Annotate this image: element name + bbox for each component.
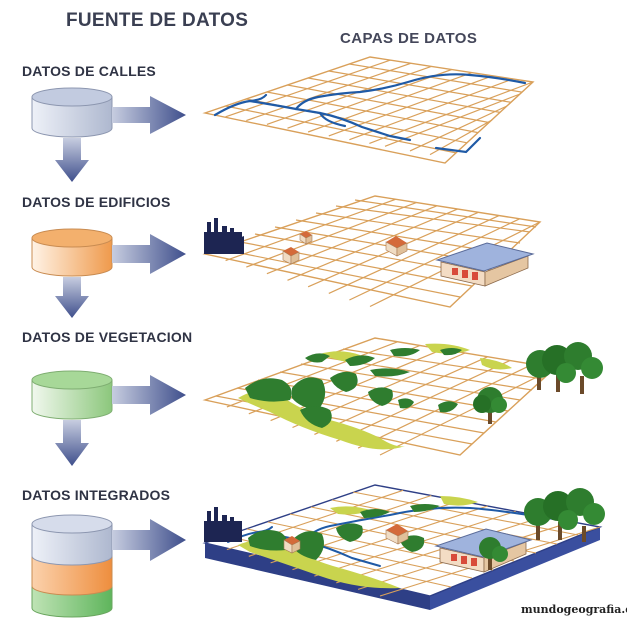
factory-icon (204, 507, 242, 542)
arrow-right-icon (112, 96, 186, 134)
source-label-streets: DATOS DE CALLES (22, 63, 156, 79)
layers-title: CAPAS DE DATOS (340, 30, 478, 47)
watermark-text: mundogeografia.com (521, 603, 627, 616)
building-data-cylinder (31, 228, 113, 277)
integrated-layer (202, 484, 605, 610)
tree-icon (473, 387, 507, 424)
arrow-down-icon (55, 420, 89, 466)
integrated-data-cylinder (31, 514, 113, 618)
tree-icon (479, 537, 508, 570)
house-icon (282, 247, 300, 265)
arrow-right-icon (112, 234, 186, 274)
source-label-integrated: DATOS INTEGRADOS (22, 487, 171, 503)
house-icon (283, 536, 301, 554)
street-data-cylinder (31, 87, 113, 138)
house-icon (299, 231, 313, 245)
page-title: FUENTE DE DATOS (66, 10, 249, 31)
building-layer (202, 195, 542, 308)
source-label-buildings: DATOS DE EDIFICIOS (22, 194, 171, 210)
arrow-down-icon (55, 138, 89, 182)
arrow-down-icon (55, 277, 89, 318)
arrow-right-icon (112, 519, 186, 561)
arrow-right-icon (112, 375, 186, 415)
house-icon (385, 524, 409, 545)
large-building-icon (435, 242, 535, 287)
vegetation-data-cylinder (31, 370, 113, 420)
tree-icon (526, 342, 603, 394)
vegetation-layer (202, 337, 603, 456)
street-layer (202, 56, 535, 164)
factory-icon (204, 218, 244, 254)
house-icon (385, 236, 408, 257)
tree-icon (524, 488, 605, 542)
source-label-vegetation: DATOS DE VEGETACION (22, 329, 193, 345)
